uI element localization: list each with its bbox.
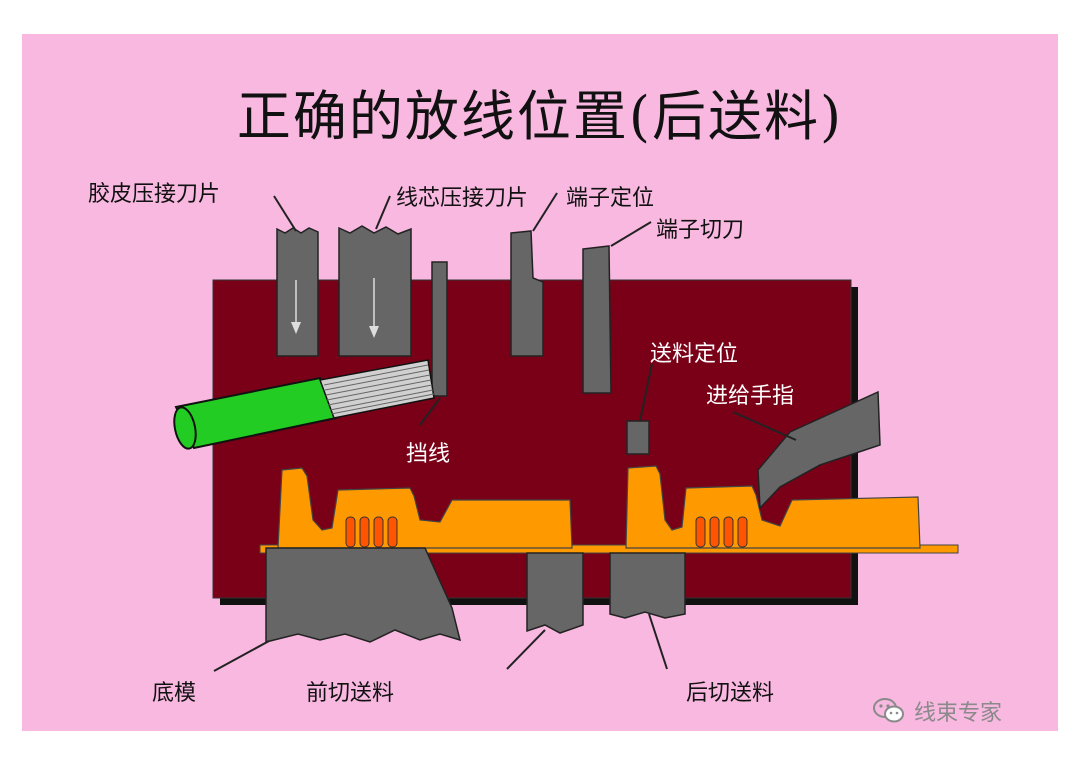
leader-core-blade bbox=[375, 195, 391, 230]
core-crimp-blade bbox=[338, 225, 412, 357]
terminal-locator bbox=[510, 230, 544, 357]
front-cut-block bbox=[526, 552, 584, 634]
insulation-crimp-blade bbox=[276, 227, 319, 357]
label-feed-finger: 进给手指 bbox=[706, 384, 795, 409]
page-title: 正确的放线位置(后送料) bbox=[236, 85, 844, 148]
feed-locator-pin bbox=[626, 420, 650, 455]
leader-rear-cut bbox=[648, 613, 668, 670]
terminal-1-contacts bbox=[345, 516, 398, 548]
leader-bottom-die bbox=[213, 640, 270, 672]
wire-strand-lines bbox=[323, 364, 435, 415]
label-feed-locator: 送料定位 bbox=[650, 342, 739, 367]
leader-terminal-cutter bbox=[610, 221, 652, 247]
leader-wire-stop bbox=[419, 397, 441, 426]
label-rear-cut-feed: 后切送料 bbox=[686, 681, 775, 706]
label-terminal-cutter: 端子切刀 bbox=[656, 218, 745, 243]
terminal-cutter bbox=[582, 245, 612, 394]
watermark-text: 线束专家 bbox=[914, 701, 1003, 726]
rear-cut-block bbox=[609, 552, 686, 619]
label-insulation-blade: 胶皮压接刀片 bbox=[88, 182, 221, 207]
leader-front-cut bbox=[506, 629, 546, 670]
label-wire-stop: 挡线 bbox=[406, 442, 451, 467]
label-core-blade: 线芯压接刀片 bbox=[396, 186, 529, 211]
watermark: 线束专家 bbox=[872, 694, 1002, 728]
bottom-die bbox=[265, 547, 462, 643]
terminal-2-contacts bbox=[695, 516, 748, 548]
leader-insulation-blade bbox=[273, 195, 297, 232]
feed-finger bbox=[757, 390, 881, 510]
down-arrow-icon bbox=[369, 278, 379, 338]
down-arrow-icon bbox=[291, 280, 301, 334]
wire-stop-plate bbox=[431, 261, 448, 397]
label-front-cut-feed: 前切送料 bbox=[306, 681, 395, 706]
wechat-icon bbox=[873, 698, 904, 723]
leader-feed-locator bbox=[639, 363, 653, 422]
leader-feed-finger bbox=[732, 411, 797, 441]
wire-end-cap bbox=[173, 406, 197, 450]
label-terminal-locator: 端子定位 bbox=[566, 186, 655, 211]
carrier-strip bbox=[259, 544, 959, 554]
leader-terminal-locator bbox=[532, 192, 558, 232]
label-bottom-die: 底模 bbox=[152, 681, 197, 706]
leader-lines bbox=[213, 192, 797, 672]
